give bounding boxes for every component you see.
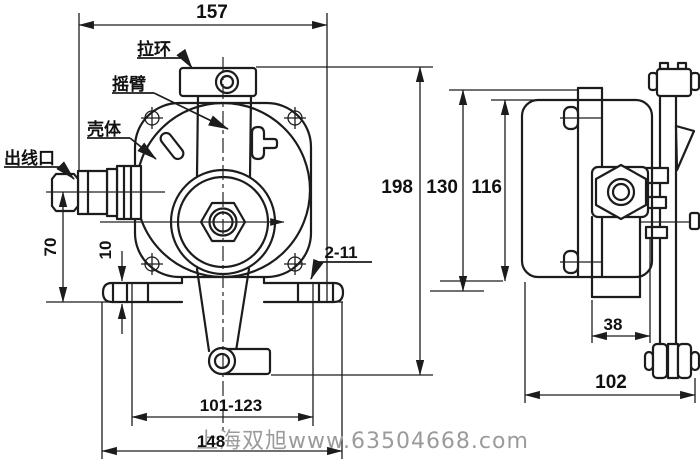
label-pull-ring: 拉环 (137, 39, 171, 59)
face-slots (159, 125, 279, 161)
watermark-text: 上海双旭www.63504668.com (196, 429, 529, 454)
pull-ring-side (647, 61, 700, 98)
switch-cover (520, 98, 654, 279)
screw-mark-icon (284, 107, 306, 129)
front-view (46, 57, 345, 431)
front-dimensions: 157 198 70 10 2-11 101-123 (41, 2, 433, 459)
rocker-arm-lower (195, 267, 272, 376)
dim-hole-spacing: 101-123 (200, 396, 262, 415)
watermark-row: 上海双旭www.63504668.com 148 (196, 429, 529, 454)
hub-bolt (688, 211, 700, 231)
dim-base-width: 148 (197, 432, 225, 451)
lever-cam (674, 124, 696, 172)
rocker-arm-upper (195, 94, 253, 179)
dim-side-overall-depth: 102 (595, 372, 627, 393)
dim-foot-thickness: 10 (96, 241, 115, 260)
lever-arm (658, 94, 696, 347)
label-housing: 壳体 (86, 119, 122, 139)
mounting-feet (46, 281, 345, 304)
roller-side (643, 342, 700, 380)
dim-front-top-width: 157 (196, 2, 228, 23)
pull-ring-bracket (178, 66, 258, 98)
cover-screw-marks (141, 107, 306, 275)
part-labels: 拉环 摇臂 壳体 出线口 (4, 39, 229, 180)
screw-mark-icon (141, 253, 163, 275)
dim-mounting-holes: 2-11 (324, 243, 357, 262)
cover-screws (560, 105, 603, 275)
dim-front-overall-height: 198 (381, 177, 413, 198)
side-dimensions: 130 116 38 102 (426, 89, 696, 403)
screw-mark-icon (141, 107, 163, 129)
dim-side-bracket-height: 130 (426, 177, 458, 198)
shaft-nut-side (590, 163, 650, 221)
screw-mark-icon (284, 253, 306, 275)
label-rocker-arm: 摇臂 (112, 74, 146, 94)
dim-side-body-height: 116 (471, 177, 502, 198)
side-view (520, 61, 700, 380)
dim-outlet-height: 70 (41, 238, 60, 257)
lever-hub (641, 166, 700, 240)
label-cable-outlet: 出线口 (4, 148, 55, 168)
dim-side-foot-depth: 38 (604, 315, 623, 334)
